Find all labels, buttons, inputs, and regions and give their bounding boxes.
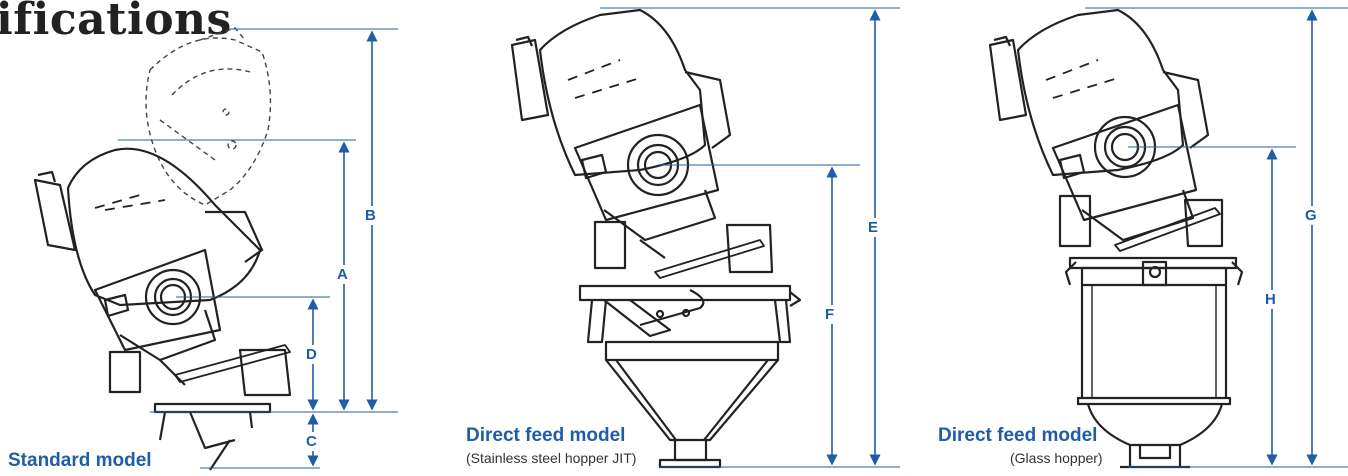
- dimension-d-label: D: [306, 345, 317, 364]
- stainless-reference-lines: [600, 7, 900, 468]
- direct-feed-stainless-caption: Direct feed model: [466, 425, 626, 446]
- dimension-b-label: B: [365, 206, 376, 225]
- dimension-h-label: H: [1265, 290, 1276, 309]
- direct-feed-stainless-drawing: [510, 8, 802, 469]
- direct-feed-glass-drawing: [988, 8, 1244, 469]
- page-title: ifications: [0, 0, 232, 45]
- direct-feed-glass-subcaption: (Glass hopper): [1010, 450, 1103, 466]
- dimension-g-label: G: [1305, 206, 1317, 225]
- dimension-c-label: C: [306, 432, 317, 451]
- direct-feed-stainless-subcaption: (Stainless steel hopper JIT): [466, 450, 637, 466]
- standard-model-drawing: [33, 27, 292, 471]
- dimension-f-label: F: [825, 305, 835, 324]
- open-position-ghost: [145, 27, 272, 206]
- glass-reference-lines: [1085, 7, 1348, 468]
- direct-feed-glass-caption: Direct feed model: [938, 425, 1098, 446]
- standard-model-reference-lines: [118, 28, 398, 469]
- dimension-a-label: A: [337, 265, 348, 284]
- dimension-e-label: E: [868, 218, 879, 237]
- standard-model-caption: Standard model: [8, 450, 152, 471]
